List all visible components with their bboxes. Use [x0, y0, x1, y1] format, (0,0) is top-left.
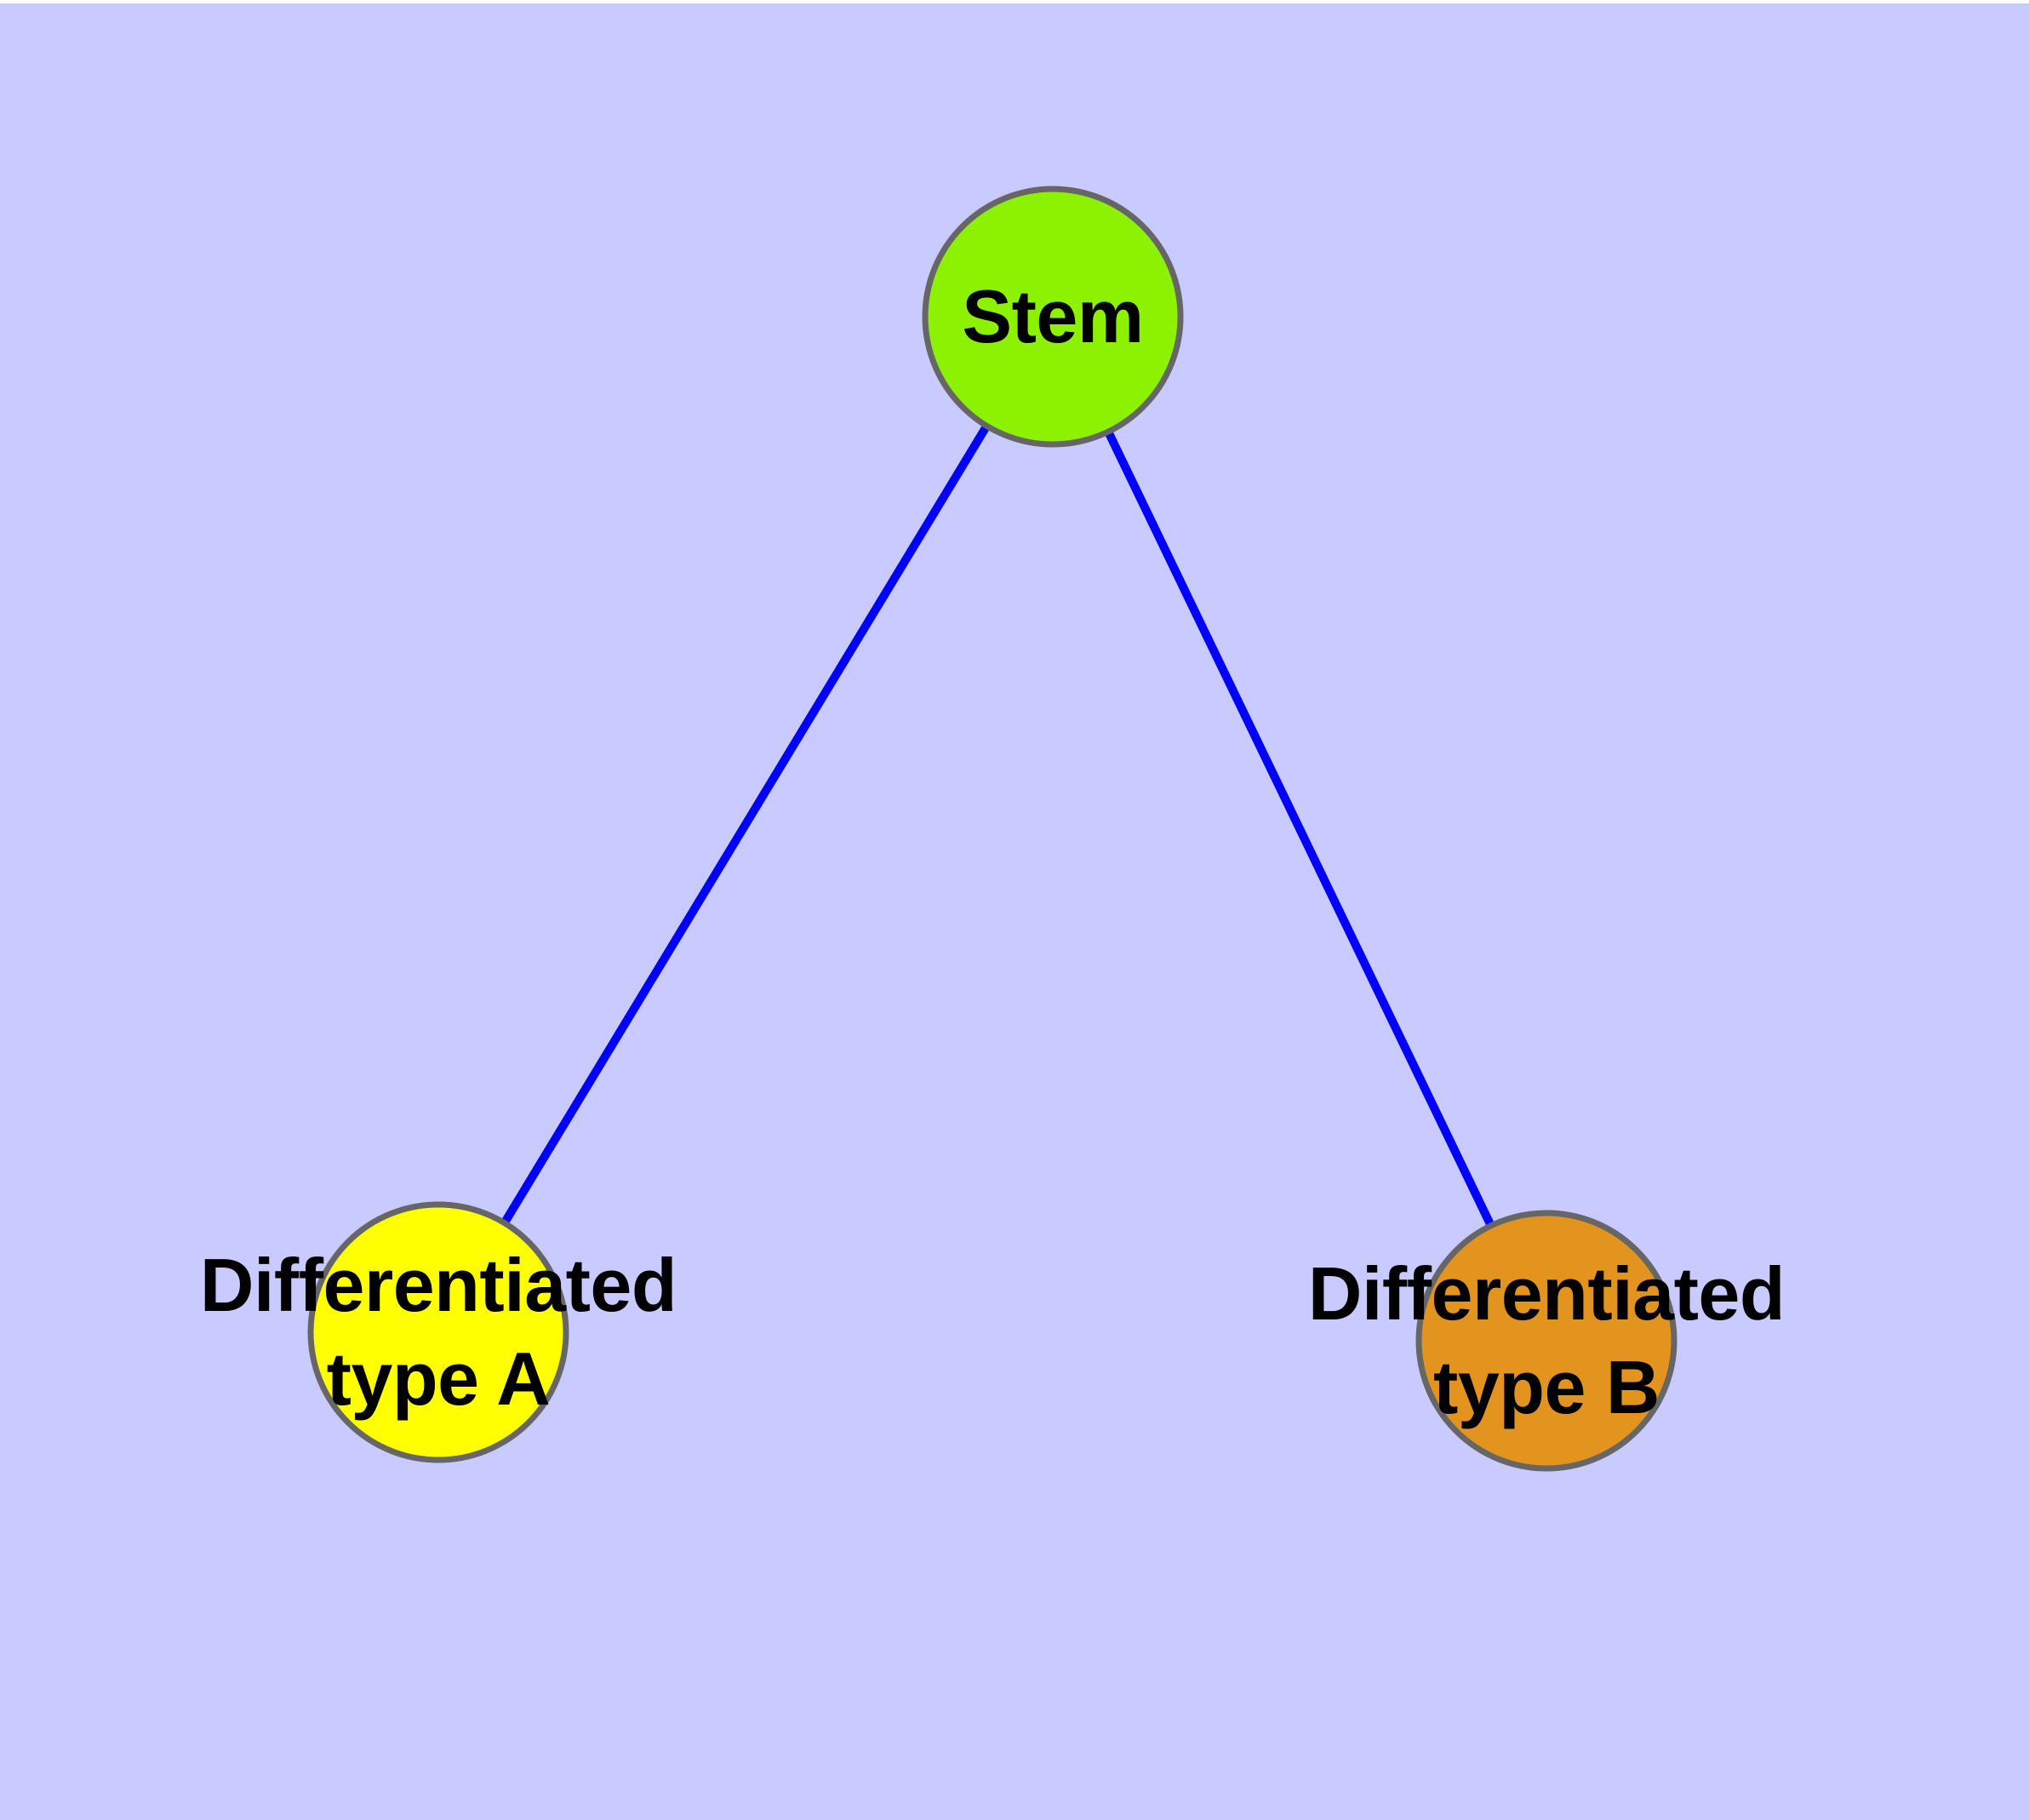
graph-svg [307, 186, 1677, 1472]
graph-edge[interactable] [1049, 314, 1551, 1343]
edge-layer [434, 314, 1551, 1343]
graph-node-diff-b[interactable] [1415, 1210, 1677, 1472]
graph-edge[interactable] [434, 314, 1057, 1335]
graph-node-stem[interactable] [922, 186, 1184, 448]
graph-node-diff-a[interactable] [307, 1201, 569, 1463]
node-layer [307, 186, 1677, 1472]
